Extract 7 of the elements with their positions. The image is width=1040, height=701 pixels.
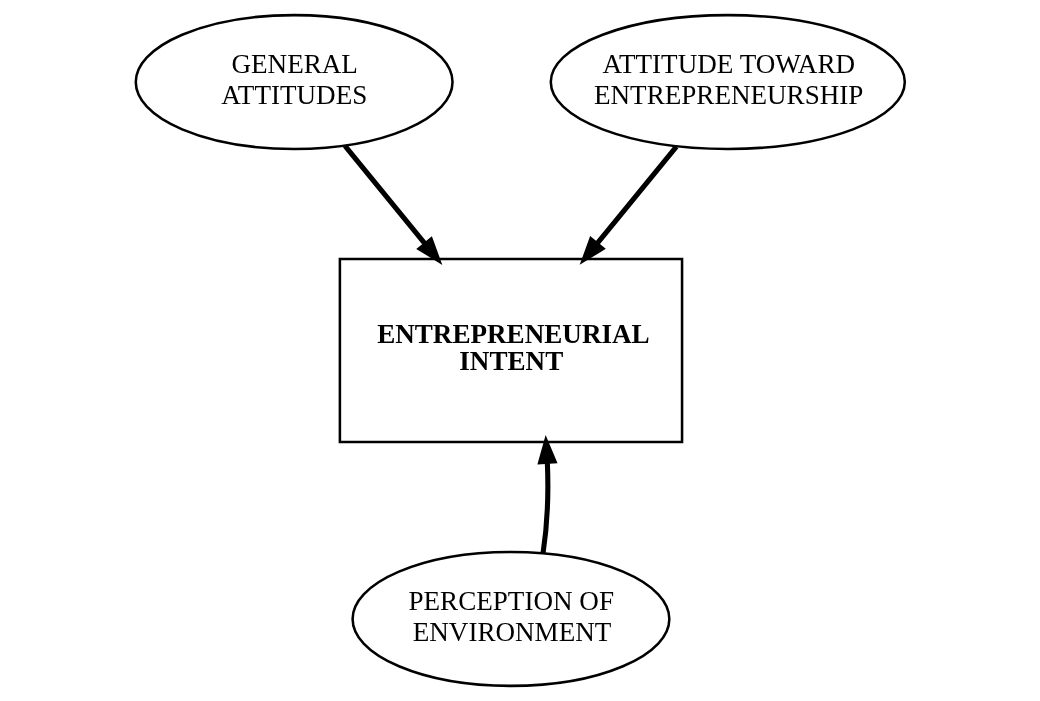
node-box: ENTREPRENEURIAL INTENT — [338, 257, 683, 444]
node-ellipse: ATTITUDE TOWARD ENTREPRENEURSHIP — [549, 13, 906, 151]
node-ellipse: GENERAL ATTITUDES — [134, 13, 454, 151]
arrow — [342, 144, 442, 265]
arrow — [536, 435, 558, 554]
node-ellipse: PERCEPTION OF ENVIRONMENT — [350, 550, 671, 688]
arrow — [579, 144, 678, 265]
